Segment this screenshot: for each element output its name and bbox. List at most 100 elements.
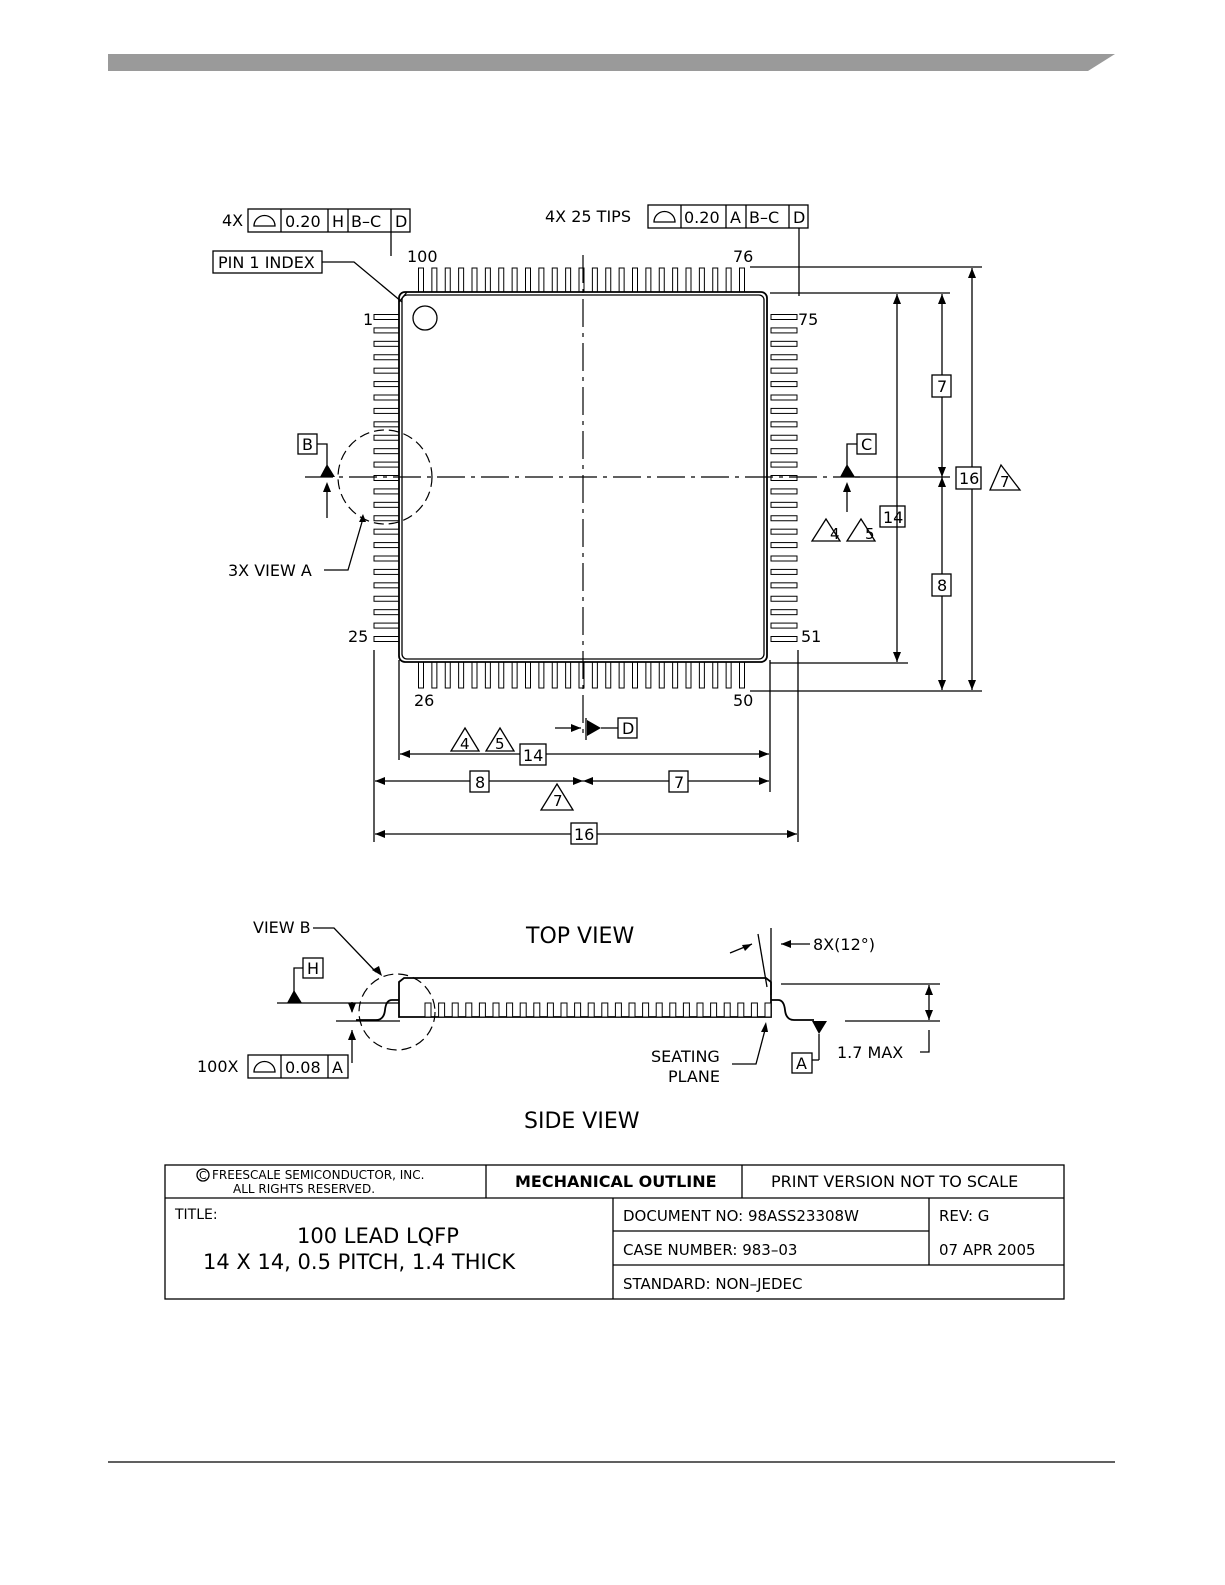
lead	[710, 1002, 718, 1018]
lead	[658, 661, 665, 689]
fcf-value: 0.20	[684, 208, 720, 227]
lead	[669, 1002, 677, 1018]
seating-plane-2: PLANE	[668, 1067, 720, 1086]
copyright-line1: FREESCALE SEMICONDUCTOR, INC.	[212, 1168, 424, 1182]
lead	[770, 434, 798, 441]
copyright-line2: ALL RIGHTS RESERVED.	[233, 1182, 375, 1196]
lead	[373, 542, 400, 549]
fcf-datum: A	[730, 208, 741, 227]
note-5-triangle	[845, 517, 877, 542]
note-4: 4	[830, 525, 840, 543]
dim-7-bottom: 7	[674, 773, 684, 792]
side-view-title: SIDE VIEW	[524, 1109, 640, 1134]
lead	[525, 267, 531, 293]
fcf-top-left: 0.20 H B–C D	[247, 208, 411, 233]
lead	[770, 381, 798, 388]
fcf-top-tips-count: 4X 25 TIPS	[545, 207, 631, 226]
dim-14-right: 14	[883, 508, 903, 527]
lead	[373, 475, 400, 481]
leads-bottom	[418, 661, 745, 689]
lead	[492, 1002, 500, 1018]
lead	[373, 381, 400, 388]
note-7-triangle	[989, 463, 1022, 491]
lead	[373, 367, 400, 374]
lead	[685, 267, 692, 293]
lead	[770, 501, 798, 508]
lead	[591, 661, 598, 689]
pin-26: 26	[414, 691, 434, 710]
lead	[770, 354, 798, 361]
lead	[750, 1002, 758, 1018]
title-block	[164, 1164, 1065, 1300]
lead	[438, 1002, 446, 1018]
note-4-triangle	[449, 726, 481, 752]
lead	[723, 1002, 731, 1018]
pin-50: 50	[733, 691, 753, 710]
lead	[373, 407, 400, 414]
pin1-index-dot	[412, 305, 438, 331]
lead	[770, 636, 798, 642]
lead	[538, 661, 545, 689]
lead	[451, 1002, 459, 1018]
lead	[465, 1002, 473, 1018]
lead	[764, 1002, 772, 1018]
lead	[511, 267, 518, 293]
lead	[424, 1002, 432, 1018]
lead	[458, 661, 465, 689]
pin-100: 100	[407, 247, 438, 266]
lead	[373, 421, 400, 428]
max-height-label: 1.7 MAX	[837, 1043, 903, 1062]
lead	[601, 1002, 609, 1018]
lead	[770, 461, 798, 468]
fcf-datum: D	[793, 208, 805, 227]
pin-75: 75	[798, 310, 818, 329]
lead	[373, 394, 400, 401]
lead	[373, 528, 400, 535]
lead	[511, 661, 518, 689]
lead	[737, 1002, 745, 1018]
lead	[712, 661, 719, 689]
copyright-icon	[196, 1168, 210, 1182]
lead	[373, 622, 400, 629]
lead	[770, 475, 798, 481]
datum-c: C	[861, 435, 872, 454]
lead	[551, 661, 558, 689]
note-7-bottom: 7	[553, 792, 563, 810]
lead	[770, 488, 798, 495]
lead	[373, 568, 400, 575]
fcf-datum: D	[395, 212, 407, 231]
lead	[672, 661, 679, 689]
lead	[444, 661, 451, 689]
lead	[484, 267, 491, 293]
lead	[458, 267, 465, 293]
fcf-value: 0.20	[285, 212, 321, 231]
mechanical-outline: MECHANICAL OUTLINE	[515, 1172, 717, 1191]
lead	[698, 267, 705, 293]
lead	[605, 661, 612, 689]
lead	[478, 1002, 486, 1018]
lead	[632, 267, 638, 293]
lead	[770, 448, 798, 455]
lead	[770, 595, 798, 602]
side-body	[398, 977, 772, 1018]
lead	[373, 582, 400, 589]
lead	[770, 314, 798, 320]
lead	[770, 394, 798, 401]
lead	[632, 661, 638, 689]
datum-b: B	[302, 435, 313, 454]
fcf-datum: B–C	[749, 208, 779, 227]
lead	[739, 267, 745, 293]
fcf-datum: H	[332, 212, 344, 231]
note-4-triangle	[810, 517, 842, 542]
pin-51: 51	[801, 627, 821, 646]
lead	[682, 1002, 690, 1018]
note-5: 5	[865, 525, 875, 543]
case-number: CASE NUMBER: 983–03	[623, 1241, 797, 1259]
lead	[574, 1002, 582, 1018]
standard: STANDARD: NON–JEDEC	[623, 1275, 803, 1293]
dim-16-right: 16	[959, 469, 979, 488]
note-5-triangle	[484, 726, 516, 752]
lead	[498, 267, 505, 293]
lead	[373, 354, 400, 361]
lead	[770, 609, 798, 616]
